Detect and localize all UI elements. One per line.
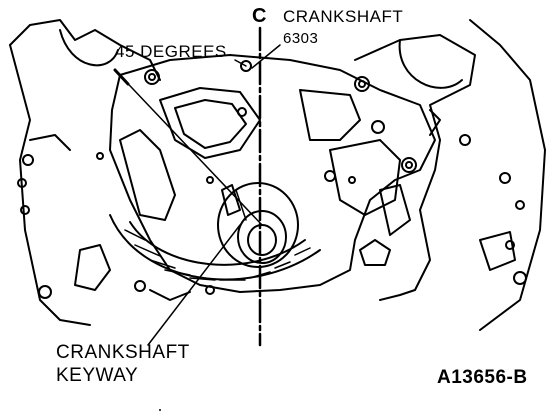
crankshaft-label: CRANKSHAFT — [283, 7, 404, 26]
keyway-leader-line — [147, 224, 241, 346]
front-cover — [96, 54, 436, 301]
angle-label: 45 DEGREES — [115, 42, 227, 61]
angle-reference-line — [114, 69, 263, 226]
part-number-label: 6303 — [283, 30, 319, 47]
figure-id: A13656-B — [437, 367, 528, 388]
degrees-leader-line — [234, 59, 247, 67]
keyway-label-line-2: KEYWAY — [56, 365, 139, 386]
angle-arrow — [113, 68, 130, 86]
engine-block-right — [354, 19, 546, 331]
crankshaft-leader-line — [251, 44, 281, 69]
crankshaft-hub — [217, 182, 299, 268]
engine-block-left — [9, 19, 161, 326]
centerline-symbol: C — [252, 5, 267, 27]
keyway-label-line-1: CRANKSHAFT — [56, 342, 190, 363]
